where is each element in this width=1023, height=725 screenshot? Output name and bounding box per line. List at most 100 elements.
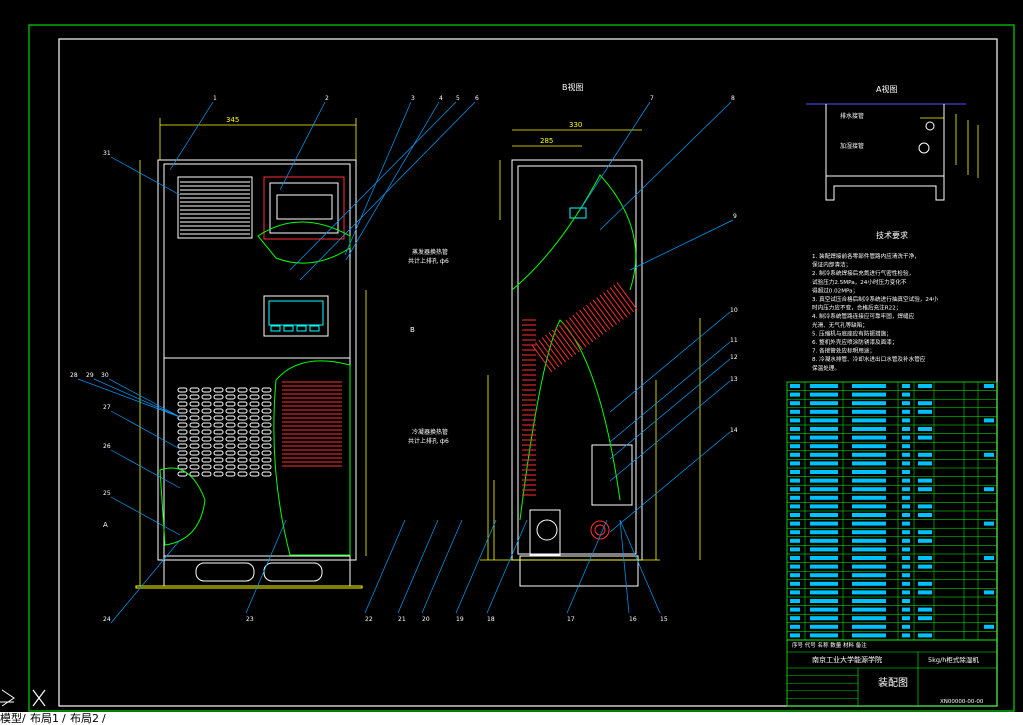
vent-slot [237,408,248,414]
bom-cell-note [984,452,994,457]
tech-req-item: 保温处理。 [812,364,840,372]
tech-req-item: 5. 压缩机与底座应有防振措施； [812,329,892,337]
bom-cell-index [790,495,800,500]
bom-cell-code [810,590,838,595]
bom-cell-index [790,461,800,466]
b-view-marker: B [410,326,415,334]
bom-cell-qty [902,487,910,492]
vent-slot [177,387,188,393]
vent-slot [237,401,248,407]
ucs-icon [0,684,50,710]
tab-model[interactable]: 模型 [0,712,22,725]
callout-number: 21 [398,616,406,623]
leader-line [609,358,731,460]
callout-number: 29 [86,372,94,379]
leader-line [110,449,181,489]
bom-cell-code [810,409,838,414]
leader-line [629,219,734,271]
bom-cell-index [790,401,800,406]
title-block [786,639,998,707]
bom-cell-code [810,401,838,406]
vent-slot [177,401,188,407]
bom-cell-note [984,521,994,526]
coil-fin [599,294,621,323]
bom-cell-material [918,487,932,492]
bom-cell-code [810,435,838,440]
vent-slot [225,415,236,421]
tab-separator: / [102,712,106,725]
leader-line [421,519,463,614]
a-view-title: A视图 [876,84,897,94]
vent-slot [213,436,224,442]
bom-cell-name [852,633,886,638]
vent-slot [249,429,260,435]
leader-line [609,341,731,443]
bom-cell-material [918,461,932,466]
drawing-title: 装配图 [878,676,908,689]
bom-cell-code [810,564,838,569]
vent-slot [237,429,248,435]
coil-fin [551,329,573,358]
tab-layout2[interactable]: 布局2 [70,712,99,725]
coil-fin [589,302,611,330]
bom-cell-code [810,633,838,638]
condenser-label-sub: 共计上排孔 ф6 [408,437,449,445]
callout-number: 2 [325,95,329,102]
vent-slot [189,436,200,442]
bom-cell-name [852,521,886,526]
bom-cell-qty [902,392,910,397]
tech-req-item: 8. 冷凝水排管、冷却水进出口水管及补水管应 [812,355,926,363]
vent-slot [177,422,188,428]
leader-line [619,519,661,614]
bom-cell-qty [902,513,910,517]
callout-number: 3 [411,95,415,102]
vent-slot [261,457,272,463]
tech-req-item: 试验压力2.5MPa，24小时压力变化不 [812,278,907,286]
coil-fin [555,327,577,355]
leader-line [609,311,731,413]
bom-cell-name [852,384,886,388]
coil-fin [548,332,570,360]
vent-slot [225,464,236,470]
vent-slot [261,464,272,470]
vent-slot [177,429,188,435]
vent-slot [177,464,188,470]
vent-slot [201,394,212,400]
bom-cell-material [918,427,932,431]
tech-req-item: 保证内部清洁； [812,261,851,269]
bom-cell-index [790,607,800,612]
side-green-detail [511,174,637,521]
bom-cell-index [790,573,800,578]
front-red-coil [282,381,342,467]
vent-slot [249,443,260,449]
vent-slot [249,464,260,470]
tech-req-item: 光滑、无气孔等缺陷； [812,321,868,329]
bom-cell-qty [902,564,910,569]
vent-slot [177,450,188,456]
bom-cell-name [852,607,886,612]
bom-cell-note [984,590,994,595]
coil-fin [541,337,563,365]
leader-line [110,410,181,450]
bom-cell-material [918,556,932,560]
leader-line [169,101,214,171]
leader-line [609,431,731,533]
vent-slot [261,471,272,477]
vent-slot [225,450,236,456]
vent-slot [201,471,212,477]
coil-fin [596,297,618,325]
vent-slot [201,443,212,449]
leader-line [299,101,476,281]
evaporator-label-sub: 共计上排孔 ф6 [408,257,449,265]
a-view [806,103,966,201]
tech-req-item: 得超过0.02MPa； [812,286,858,294]
leader-line [566,519,608,614]
vent-slot [189,429,200,435]
coil-fin [534,342,556,370]
callout-number: 14 [730,427,738,434]
coil-fin [565,319,587,348]
bom-cell-code [810,616,838,621]
tab-layout1[interactable]: 布局1 [30,712,59,725]
leader-line [279,101,326,191]
